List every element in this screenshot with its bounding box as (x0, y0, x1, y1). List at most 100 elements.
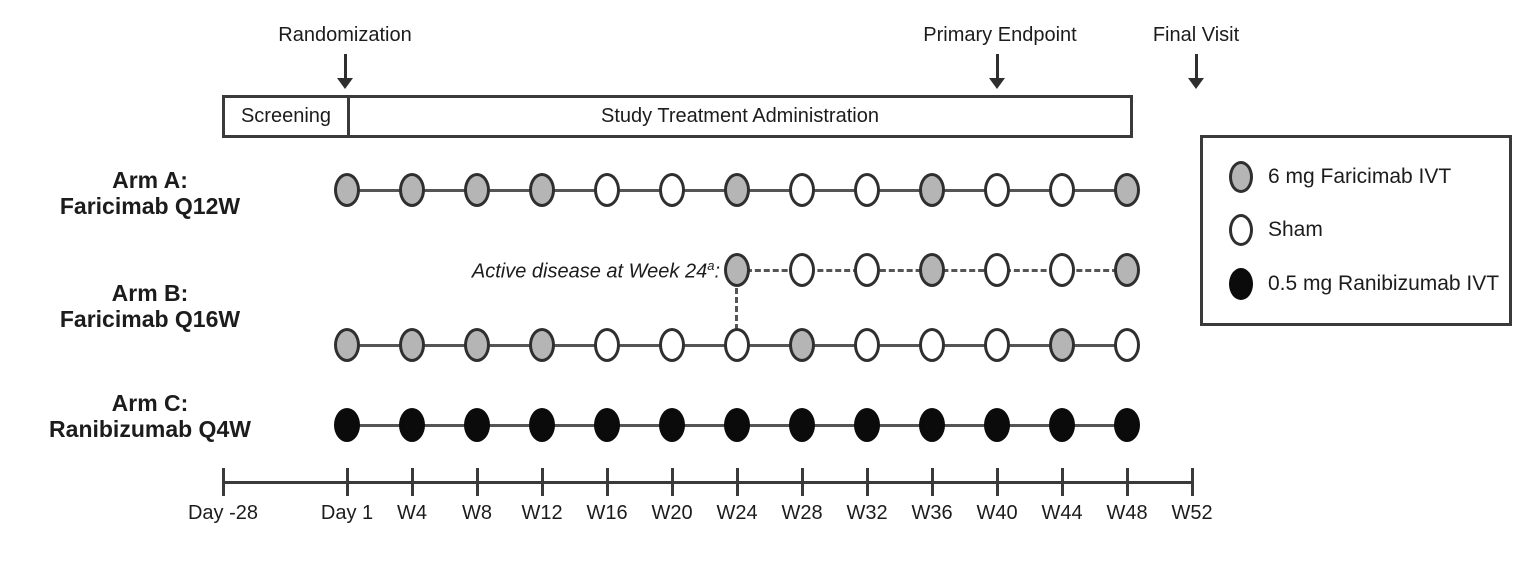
timeline-tick (930, 468, 934, 496)
dose-sham-marker (659, 173, 685, 207)
primary-endpoint-arrow-icon (989, 54, 1005, 89)
timeline-tick (345, 468, 349, 496)
timeline-tick-label: W16 (586, 502, 628, 524)
arm-b-name: Arm B: (111, 280, 189, 306)
timeline-tick-label: W28 (781, 502, 823, 524)
arm-a-regimen: Faricimab Q12W (59, 192, 241, 219)
dose-sham-marker (1049, 173, 1075, 207)
dose-sham-marker (594, 173, 620, 207)
timeline-tick (865, 468, 869, 496)
dose-sham-marker (854, 253, 880, 287)
timeline-tick-label: W40 (976, 502, 1018, 524)
timeline-tick (800, 468, 804, 496)
dose-faricimab-marker (919, 253, 945, 287)
dose-sham-marker (789, 253, 815, 287)
timeline-tick (605, 468, 609, 496)
legend-item: 0.5 mg Ranibizumab IVT (1229, 268, 1500, 301)
faricimab-swatch-icon (1229, 160, 1253, 193)
dose-sham-marker (984, 173, 1010, 207)
active-disease-note-text: Active disease at Week 24 (471, 260, 708, 283)
timeline-tick-label: Day 1 (320, 502, 374, 524)
dose-ranibizumab-marker (1049, 408, 1075, 442)
dose-ranibizumab-marker (464, 408, 490, 442)
branch-connector-dashed-line (735, 288, 738, 330)
dose-sham-marker (854, 173, 880, 207)
dose-faricimab-marker (1114, 173, 1140, 207)
arm-c-regimen: Ranibizumab Q4W (49, 415, 251, 442)
active-disease-note-colon: : (714, 260, 720, 283)
dose-faricimab-marker (334, 173, 360, 207)
timeline-tick-label: W4 (397, 502, 427, 524)
sham-swatch-icon (1229, 214, 1253, 247)
dose-ranibizumab-marker (789, 408, 815, 442)
arm-c-name: Arm C: (111, 390, 189, 416)
arm-c-label: Arm C: Ranibizumab Q4W (10, 390, 290, 443)
active-disease-note: Active disease at Week 24a: (400, 258, 720, 284)
dose-faricimab-marker (464, 173, 490, 207)
legend-item: 6 mg Faricimab IVT (1229, 160, 1499, 193)
legend: 6 mg Faricimab IVT Sham 0.5 mg Ranibizumab… (1200, 135, 1512, 326)
dose-sham-marker (594, 328, 620, 362)
timeline-tick (410, 468, 414, 496)
dose-sham-marker (1049, 253, 1075, 287)
timeline-tick (1190, 468, 1194, 496)
dose-faricimab-marker (529, 173, 555, 207)
treatment-phase-label: Study Treatment Administration (601, 105, 879, 127)
arm-b-label: Arm B: Faricimab Q16W (10, 280, 290, 333)
timeline-tick-label: W48 (1106, 502, 1148, 524)
dose-ranibizumab-marker (854, 408, 880, 442)
legend-item-label: 0.5 mg Ranibizumab IVT (1268, 272, 1500, 296)
legend-item-label: 6 mg Faricimab IVT (1268, 164, 1452, 188)
dose-faricimab-marker (399, 173, 425, 207)
timeline-tick (475, 468, 479, 496)
active-disease-note-superscript: a (707, 258, 715, 273)
legend-item: Sham (1229, 214, 1499, 247)
dose-faricimab-marker (919, 173, 945, 207)
dose-sham-marker (984, 253, 1010, 287)
timeline-tick-label: W12 (521, 502, 563, 524)
dose-faricimab-marker (724, 253, 750, 287)
dose-sham-marker (724, 328, 750, 362)
phase-bar: Screening Study Treatment Administration (222, 95, 1133, 138)
dose-ranibizumab-marker (334, 408, 360, 442)
dose-ranibizumab-marker (919, 408, 945, 442)
timeline-tick-label: W44 (1041, 502, 1083, 524)
dose-ranibizumab-marker (594, 408, 620, 442)
dose-sham-marker (1114, 328, 1140, 362)
timeline-tick-label: Day -28 (187, 502, 259, 524)
dose-sham-marker (919, 328, 945, 362)
dose-faricimab-marker (399, 328, 425, 362)
timeline-tick (670, 468, 674, 496)
arm-b-regimen: Faricimab Q16W (59, 305, 241, 332)
timeline-tick-label: W52 (1171, 502, 1213, 524)
dose-ranibizumab-marker (399, 408, 425, 442)
phase-bar-divider (347, 98, 350, 135)
dose-ranibizumab-marker (724, 408, 750, 442)
timeline-tick-label: W36 (911, 502, 953, 524)
timeline-tick-label: W8 (462, 502, 492, 524)
timeline-tick (995, 468, 999, 496)
dose-faricimab-marker (334, 328, 360, 362)
dose-faricimab-marker (1049, 328, 1075, 362)
timeline-tick-label: W24 (716, 502, 758, 524)
randomization-label: Randomization (278, 24, 412, 46)
final-visit-label: Final Visit (1152, 24, 1240, 46)
dose-faricimab-marker (1114, 253, 1140, 287)
dose-faricimab-marker (789, 328, 815, 362)
dose-sham-marker (854, 328, 880, 362)
dose-ranibizumab-marker (984, 408, 1010, 442)
timeline-tick (1125, 468, 1129, 496)
timeline-tick-label: W20 (651, 502, 693, 524)
timeline-axis (223, 481, 1194, 484)
screening-phase-label: Screening (240, 105, 332, 127)
timeline-tick-label: W32 (846, 502, 888, 524)
primary-endpoint-label: Primary Endpoint (923, 24, 1077, 46)
arm-a-name: Arm A: (112, 167, 188, 193)
dose-faricimab-marker (529, 328, 555, 362)
timeline-tick (735, 468, 739, 496)
final-visit-arrow-icon (1188, 54, 1204, 89)
dose-faricimab-marker (724, 173, 750, 207)
arm-a-label: Arm A: Faricimab Q12W (10, 167, 290, 220)
dose-sham-marker (984, 328, 1010, 362)
